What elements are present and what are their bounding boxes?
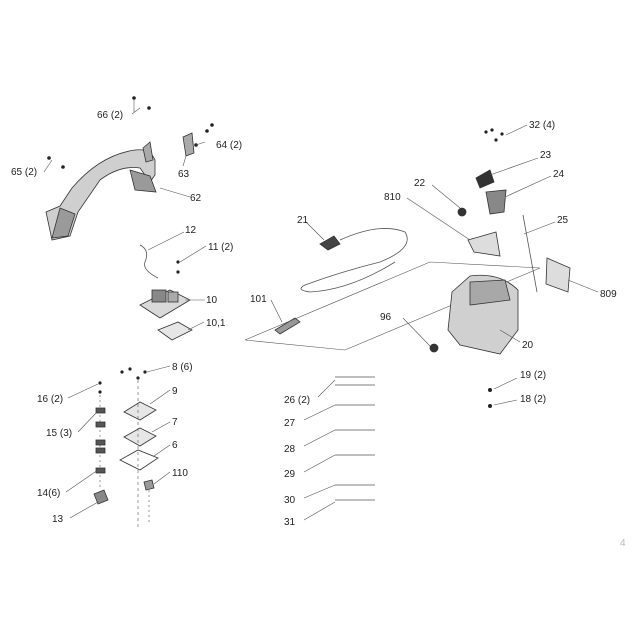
plate-9	[123, 401, 157, 421]
label-14: 14(6)	[37, 488, 60, 499]
label-30: 30	[284, 495, 296, 506]
power-cord-21	[300, 228, 408, 293]
label-21: 21	[297, 215, 309, 226]
label-65: 65 (2)	[11, 167, 37, 178]
label-809: 809	[600, 289, 617, 300]
label-22: 22	[414, 178, 426, 189]
electronics-stack	[119, 244, 193, 530]
label-26: 26 (2)	[284, 395, 310, 406]
label-809	[545, 257, 571, 293]
label-110: 110	[172, 468, 188, 479]
hinge-bracket	[182, 132, 195, 157]
label-13: 13	[52, 514, 64, 525]
right-assembly	[244, 128, 571, 408]
wire-set	[335, 376, 375, 501]
handle-assembly	[45, 132, 195, 241]
knob-110	[143, 479, 155, 491]
base-bracket	[93, 489, 109, 505]
label-62: 62	[190, 193, 202, 204]
label-11: 11 (2)	[208, 242, 233, 253]
label-16: 16 (2)	[37, 394, 63, 405]
label-810: 810	[384, 192, 401, 203]
sub-board	[157, 321, 193, 341]
label-20: 20	[522, 340, 534, 351]
gasket-6	[119, 449, 159, 471]
label-25: 25	[557, 215, 569, 226]
label-8: 8 (6)	[172, 362, 193, 373]
label-96: 96	[380, 312, 392, 323]
label-10-1: 10,1	[206, 318, 226, 329]
bracket-plate-810	[467, 231, 501, 257]
label-32: 32 (4)	[529, 120, 555, 131]
label-27: 27	[284, 418, 296, 429]
plate-7	[123, 427, 157, 447]
handle-screws	[47, 96, 214, 169]
label-6: 6	[172, 440, 178, 451]
label-31: 31	[284, 517, 296, 528]
label-9: 9	[172, 386, 178, 397]
label-10: 10	[206, 295, 218, 306]
label-23: 23	[540, 150, 552, 161]
label-101: 101	[250, 294, 267, 305]
label-66: 66 (2)	[97, 110, 123, 121]
plug-96	[429, 343, 439, 353]
label-29: 29	[284, 469, 296, 480]
filter-cup-24	[485, 189, 507, 215]
leader-lines	[43, 107, 599, 521]
label-24: 24	[553, 169, 565, 180]
label-12: 12	[185, 225, 197, 236]
connector-23	[475, 169, 495, 189]
part-labels: 66 (2) 64 (2) 65 (2) 63 62 12 11 (2) 10 …	[11, 110, 626, 549]
label-64: 64 (2)	[216, 140, 242, 151]
label-63: 63	[178, 169, 190, 180]
page-number: 4	[620, 538, 626, 549]
label-28: 28	[284, 444, 296, 455]
bracket-stack	[93, 381, 109, 505]
label-18: 18 (2)	[520, 394, 546, 405]
label-7: 7	[172, 417, 178, 428]
label-19: 19 (2)	[520, 370, 546, 381]
label-15: 15 (3)	[46, 428, 72, 439]
